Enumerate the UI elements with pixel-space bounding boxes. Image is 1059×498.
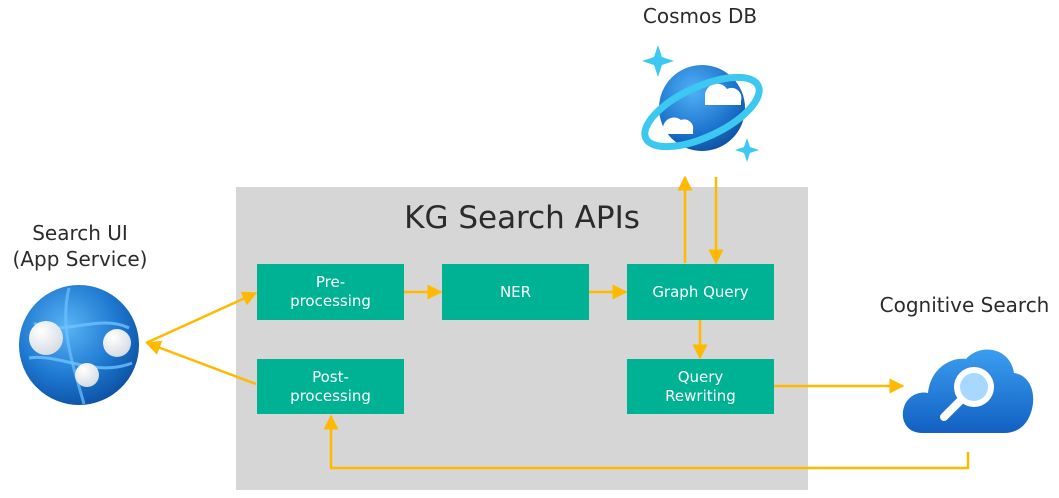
app-service-icon: [14, 283, 144, 408]
cosmos-db-label: Cosmos DB: [642, 4, 758, 28]
cognitive-search-icon: [900, 335, 1035, 435]
panel-title: KG Search APIs: [404, 200, 640, 236]
step-preprocessing-line1: Pre-: [315, 273, 346, 291]
step-graph-query: Graph Query: [627, 264, 774, 320]
cosmos-db-icon: [635, 40, 765, 170]
step-ner-label: NER: [499, 282, 532, 301]
search-ui-label-line2: (App Service): [12, 247, 148, 271]
step-preprocessing: Pre- processing: [257, 264, 404, 320]
step-postprocessing-line1: Post-: [312, 367, 349, 386]
search-ui-label-line1: Search UI: [32, 221, 128, 245]
step-query-rewriting-line2: Rewriting: [665, 386, 736, 405]
cognitive-search-label: Cognitive Search: [879, 293, 1050, 317]
arrow-cogsearch-to-postprocessing: [323, 414, 970, 470]
arrow-postprocessing-to-ui: [145, 340, 257, 386]
search-ui-label: Search UI (App Service): [0, 220, 160, 272]
step-ner: NER: [442, 264, 589, 320]
step-postprocessing: Post- processing: [257, 359, 404, 414]
step-graph-query-label: Graph Query: [652, 282, 749, 301]
step-preprocessing-line2: processing: [290, 292, 371, 310]
step-query-rewriting: Query Rewriting: [627, 359, 774, 414]
step-postprocessing-line2: processing: [290, 386, 371, 405]
arrow-ui-to-preprocessing: [145, 291, 258, 345]
step-query-rewriting-line1: Query: [677, 367, 724, 386]
